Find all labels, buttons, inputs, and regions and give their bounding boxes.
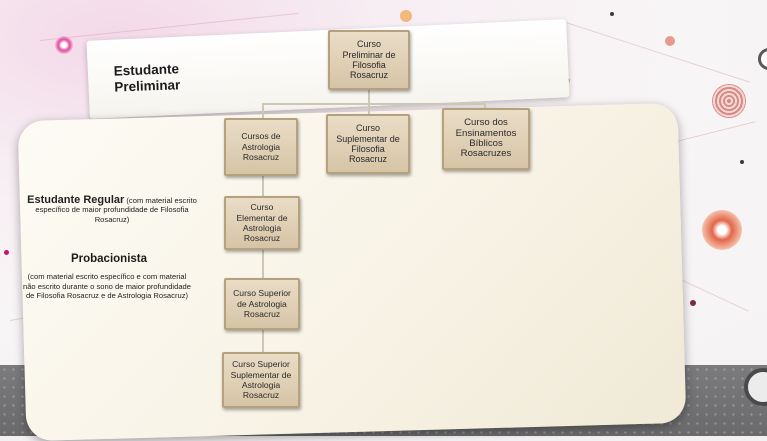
decorative-dot — [4, 250, 9, 255]
decorative-dot — [55, 36, 73, 54]
preliminary-student-label: Estudante Preliminar — [113, 61, 181, 95]
decorative-dot — [690, 300, 696, 306]
decorative-dot — [665, 36, 675, 46]
decorative-dot — [758, 48, 767, 70]
course-supplementary-philosophy: Curso Suplementar de Filosofia Rosacruz — [326, 114, 410, 174]
course-astrology: Cursos de Astrologia Rosacruz — [224, 118, 298, 176]
decorative-dot — [744, 368, 767, 406]
decorative-dot — [740, 160, 744, 164]
connector-line — [262, 330, 264, 352]
connector-line — [262, 103, 484, 105]
decorative-dot — [400, 10, 412, 22]
regular-student-label: Estudante Regular (com material escrito … — [22, 194, 202, 224]
course-biblical-teachings: Curso dos Ensinamentos Bíblicos Rosacruz… — [442, 108, 530, 170]
course-preliminary-philosophy: Curso Preliminar de Filosofia Rosacruz — [328, 30, 410, 90]
connector-line — [262, 176, 264, 196]
decorative-dot — [712, 84, 746, 118]
course-elementary-astrology: Curso Elementar de Astrologia Rosacruz — [224, 196, 300, 250]
decorative-dot — [702, 210, 742, 250]
course-superior-supplementary-astrology: Curso Superior Suplementar de Astrologia… — [222, 352, 300, 408]
probationist-title: Probacionista — [70, 253, 148, 265]
connector-line — [262, 250, 264, 278]
connector-line — [368, 90, 370, 114]
regular-student-note: (com material escrito específico de maio… — [35, 196, 197, 224]
course-superior-astrology: Curso Superior de Astrologia Rosacruz — [224, 278, 300, 330]
decorative-dot — [610, 12, 614, 16]
regular-student-title: Estudante Regular — [27, 194, 125, 206]
probationist-description: (com material escrito específico e com m… — [22, 272, 192, 301]
connector-line — [262, 103, 264, 119]
